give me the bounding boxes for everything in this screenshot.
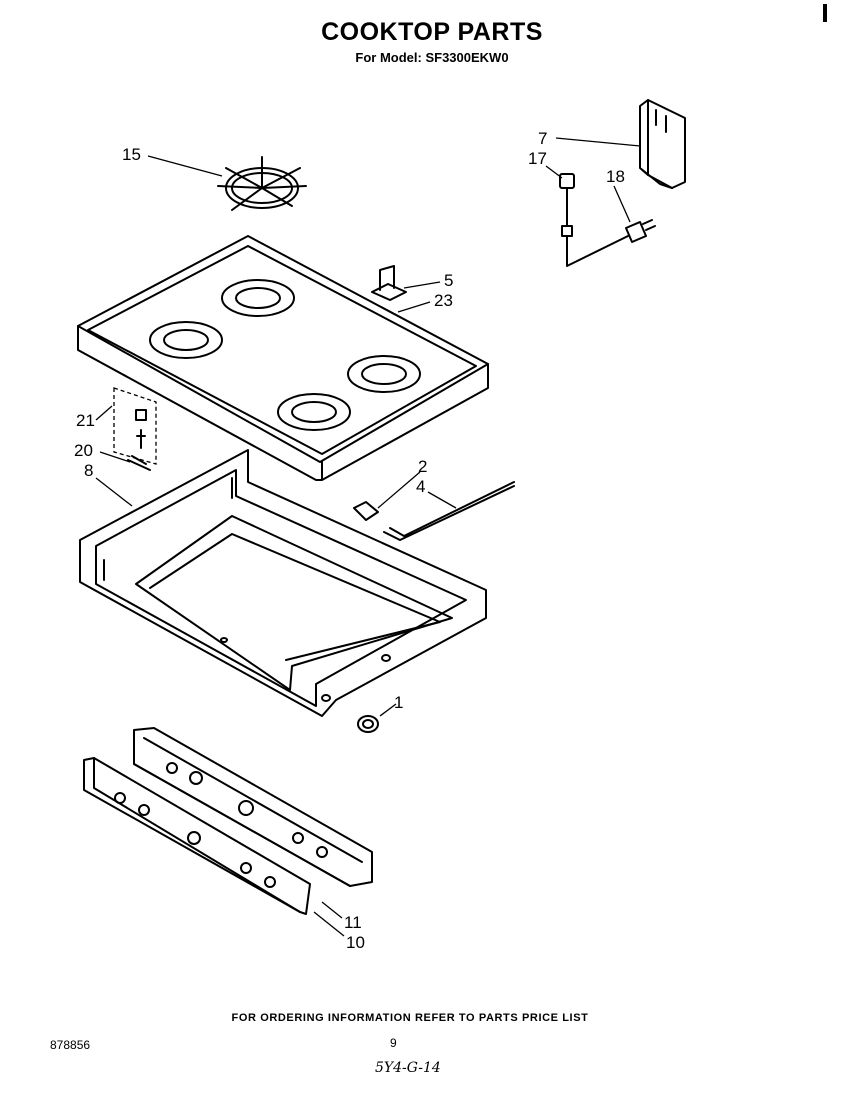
model-subtitle: For Model: SF3300EKW0 <box>355 50 509 65</box>
part-7-bracket <box>639 99 686 189</box>
callout-21: 21 <box>76 411 95 430</box>
part-11-panel <box>133 727 373 887</box>
part-10-trim <box>83 757 311 915</box>
callout-23: 23 <box>434 291 453 310</box>
part-5-clip <box>371 265 407 301</box>
part-21-20-orifice <box>113 387 157 471</box>
corner-mark <box>823 4 827 22</box>
callout-5: 5 <box>444 271 453 290</box>
callout-11: 11 <box>344 913 362 932</box>
part-1-knob <box>357 715 379 733</box>
callout-15: 15 <box>122 145 141 164</box>
leader-lines <box>95 137 641 937</box>
ordering-note: FOR ORDERING INFORMATION REFER TO PARTS … <box>231 1012 589 1024</box>
part-8-burner-box <box>79 449 487 717</box>
part-15-grate <box>217 156 307 211</box>
callout-2: 2 <box>418 457 427 476</box>
callout-20: 20 <box>74 441 93 460</box>
callout-18: 18 <box>606 167 625 186</box>
part-23-cooktop <box>77 235 489 481</box>
callout-8: 8 <box>84 461 93 480</box>
callout-7: 7 <box>538 129 547 148</box>
callout-1: 1 <box>394 693 403 712</box>
document-number: 878856 <box>50 1038 91 1052</box>
callout-4: 4 <box>416 477 425 496</box>
part-17-18-cord <box>559 173 656 267</box>
page-title: COOKTOP PARTS <box>321 18 543 46</box>
part-2-4-tube <box>353 481 515 541</box>
page-number: 9 <box>390 1036 397 1050</box>
callout-17: 17 <box>528 149 547 168</box>
callout-10: 10 <box>346 933 365 952</box>
handwritten-note: 5Y4-G-14 <box>375 1060 441 1076</box>
